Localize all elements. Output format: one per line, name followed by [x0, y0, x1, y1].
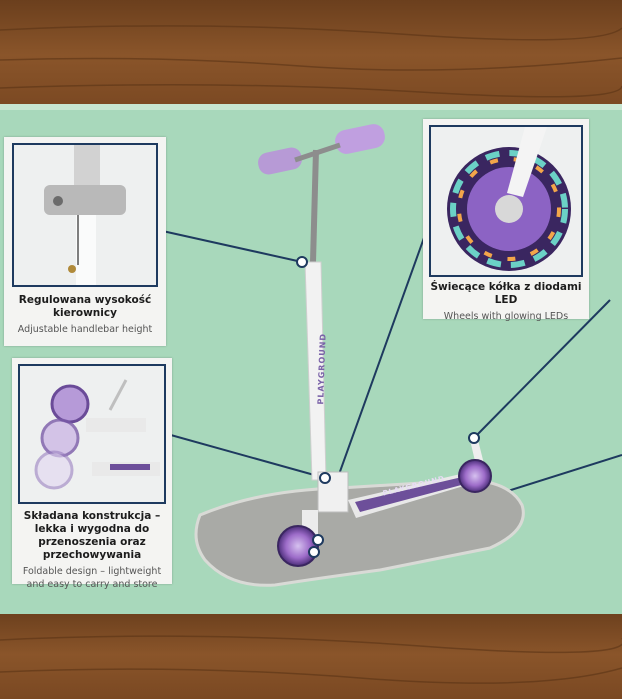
feature-image-height: [12, 143, 158, 287]
caption-folding-en: Foldable design – lightweight and easy t…: [22, 566, 162, 590]
caption-height-en: Adjustable handlebar height: [17, 324, 153, 335]
wood-grain-top: [0, 25, 622, 98]
folding-illustration: [34, 379, 160, 490]
clamp-illustration: [44, 145, 126, 285]
led-wheel-illustration: [447, 127, 571, 271]
feature-image-folding: [18, 364, 166, 504]
wood-bottom: [0, 610, 622, 699]
caption-wheels-pl: Świecące kółka z diodami LED: [430, 281, 582, 306]
caption-height-pl: Regulowana wysokość kierownicy: [18, 294, 152, 319]
feature-card-height: Regulowana wysokość kierownicy Adjustabl…: [4, 137, 166, 346]
feature-card-folding: Składana konstrukcja – lekka i wygodna d…: [12, 358, 172, 590]
grass-platform: [194, 478, 525, 587]
scooter: [258, 124, 492, 567]
feature-card-wheels: Świecące kółka z diodami LED Wheels with…: [423, 119, 589, 322]
wood-grain-bottom: [0, 635, 622, 684]
wood-top: [0, 0, 622, 110]
caption-folding-pl: Składana konstrukcja – lekka i wygodna d…: [23, 510, 161, 561]
caption-wheels-en: Wheels with glowing LEDs: [443, 311, 569, 322]
box-top-edge: [0, 104, 622, 110]
feature-image-wheels: [429, 125, 583, 277]
